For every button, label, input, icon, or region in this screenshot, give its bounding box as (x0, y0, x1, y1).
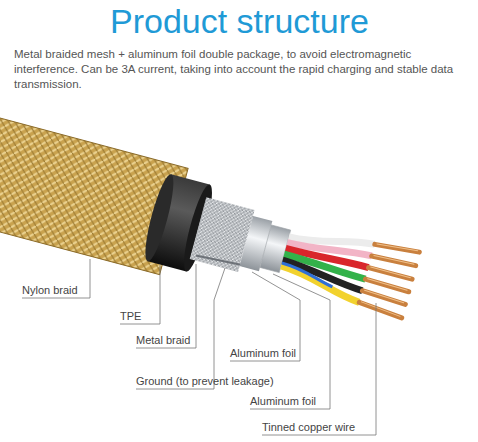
copper-ends (358, 240, 419, 318)
part-label: TPE (120, 310, 141, 323)
leader-lines (22, 259, 376, 435)
part-label: Ground (to prevent leakage) (136, 375, 274, 388)
part-label: Nylon braid (22, 284, 78, 297)
part-label: Aluminum foil (230, 347, 296, 360)
description-text: Metal braided mesh + aluminum foil doubl… (14, 47, 466, 92)
title-text: Product structure (110, 2, 369, 41)
part-label: Tinned copper wire (262, 421, 355, 434)
part-label: Aluminum foil (250, 395, 316, 408)
ground-wire (196, 253, 247, 269)
part-label: Metal braid (136, 334, 190, 347)
